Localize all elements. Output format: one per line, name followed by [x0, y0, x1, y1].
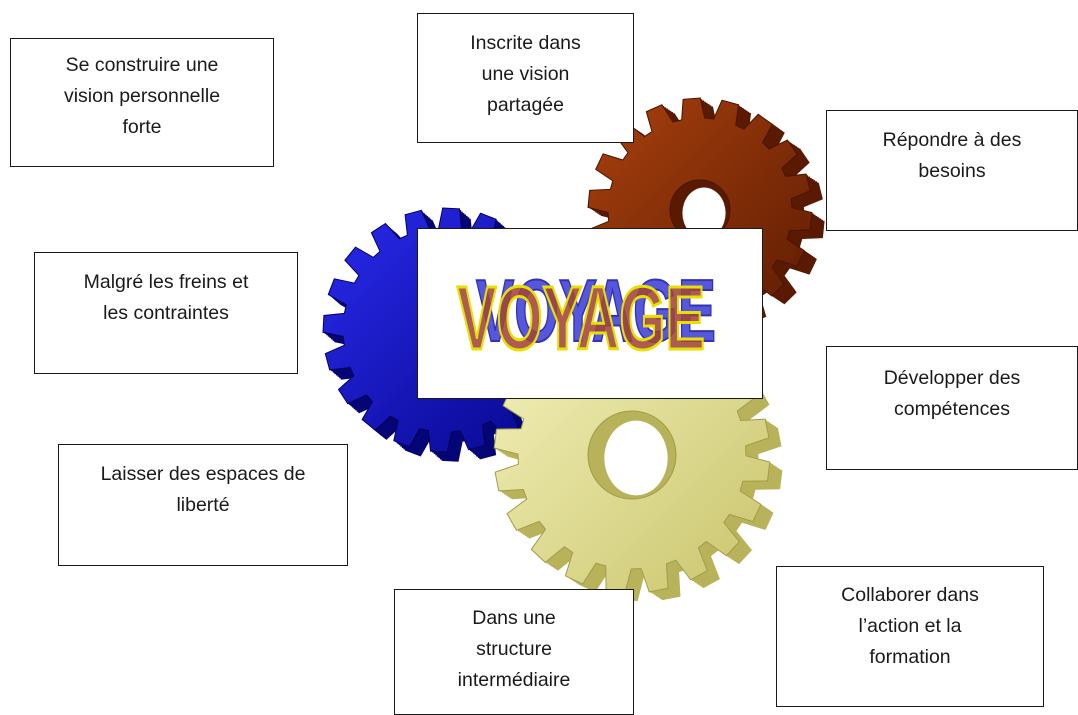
box-line: compétences	[894, 398, 1010, 420]
box-inscrite-text: Inscrite dans une vision partagée	[470, 28, 581, 121]
box-line: Se construire une	[65, 54, 219, 76]
box-repondre-text: Répondre à des besoins	[883, 125, 1022, 187]
box-line: formation	[869, 646, 951, 668]
box-dans-une-structure-text: Dans une structure intermédiaire	[458, 603, 571, 696]
brown-gear-hole	[682, 187, 726, 239]
box-dans-une-structure: Dans une structure intermédiaire	[394, 589, 634, 715]
box-line: une vision	[481, 63, 570, 85]
box-inscrite: Inscrite dans une vision partagée	[417, 13, 634, 143]
box-se-construire-text: Se construire une vision personnelle for…	[64, 50, 220, 143]
box-line: Répondre à des	[882, 129, 1022, 151]
box-line: vision personnelle	[63, 85, 221, 107]
box-line: Laisser des espaces de	[100, 463, 306, 485]
box-developper: Développer des compétences	[826, 346, 1078, 470]
box-developper-text: Développer des compétences	[884, 363, 1021, 425]
box-line: intermédiaire	[457, 669, 571, 691]
box-line: Inscrite dans	[470, 32, 581, 54]
box-line: besoins	[918, 160, 986, 182]
box-malgre-text: Malgré les freins et les contraintes	[84, 267, 249, 329]
box-repondre: Répondre à des besoins	[826, 110, 1078, 231]
box-line: liberté	[176, 494, 230, 516]
box-line: Dans une	[472, 607, 556, 629]
box-line: Développer des	[883, 367, 1021, 389]
box-line: Malgré les freins et	[83, 271, 249, 293]
voyage-wordart: VOYAGE VOYAGE	[456, 260, 718, 371]
box-laisser: Laisser des espaces de liberté	[58, 444, 348, 566]
box-se-construire: Se construire une vision personnelle for…	[10, 38, 274, 167]
box-line: forte	[122, 116, 162, 138]
yellow-gear-hole	[604, 420, 668, 496]
box-line: Collaborer dans	[841, 584, 979, 606]
box-collaborer: Collaborer dans l’action et la formation	[776, 566, 1044, 707]
box-line: les contraintes	[103, 302, 229, 324]
voyage-title-shadow: VOYAGE	[476, 261, 716, 360]
box-line: partagée	[487, 94, 564, 116]
center-title-box: VOYAGE VOYAGE	[417, 228, 763, 399]
box-collaborer-text: Collaborer dans l’action et la formation	[841, 580, 979, 673]
box-line: l’action et la	[858, 615, 962, 637]
box-line: structure	[476, 638, 552, 660]
box-laisser-text: Laisser des espaces de liberté	[101, 459, 306, 521]
box-malgre: Malgré les freins et les contraintes	[34, 252, 298, 374]
voyage-title: VOYAGE	[457, 269, 705, 369]
